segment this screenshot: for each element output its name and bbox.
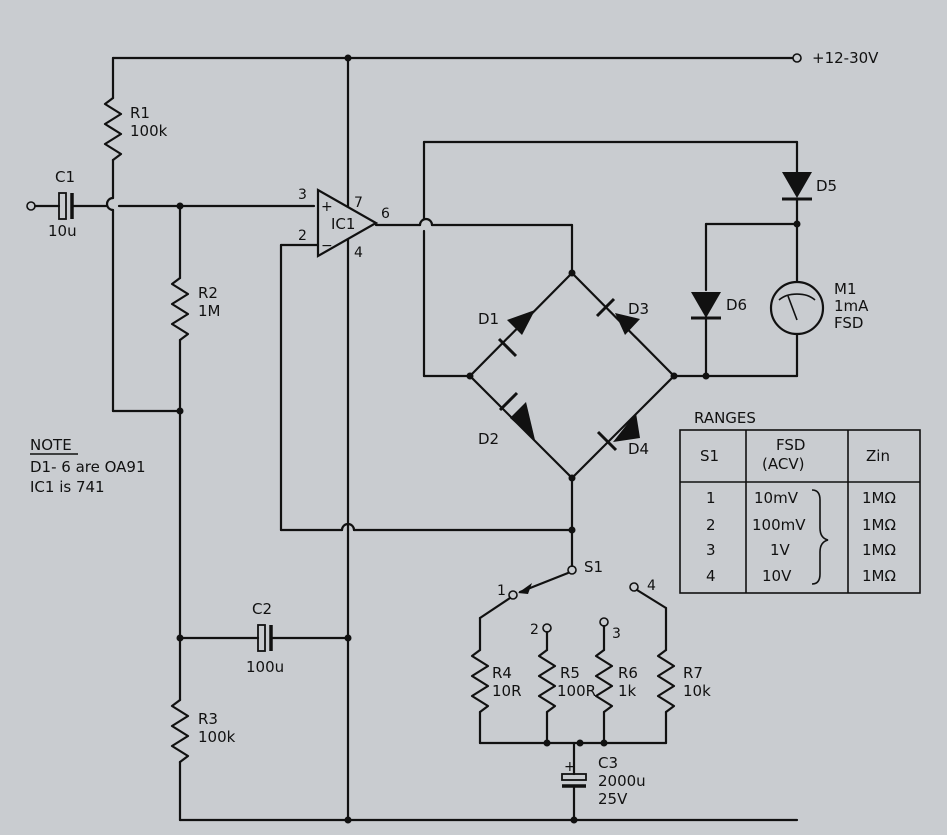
svg-text:4: 4 [706,567,716,585]
svg-text:10V: 10V [762,567,792,585]
m1-ref: M1 [834,280,857,298]
resistor-r5: R5 100R [537,630,596,745]
capacitor-c2: C2 100u [178,600,350,676]
capacitor-c1: C1 10u [26,168,316,240]
feedback-wire [279,243,574,532]
ic1-pin-minus: 2 [298,228,307,244]
output-wire [374,217,574,275]
diode-d3 [595,297,640,335]
s1-pos2: 2 [530,622,539,638]
resistor-r7: R7 10k [635,588,711,745]
r1-ref: R1 [130,104,150,122]
ic1-pin-plus: 3 [298,187,307,203]
s1-ref: S1 [584,558,603,576]
bridge-left-wire [422,140,799,378]
svg-text:2: 2 [706,516,716,534]
ranges-title: RANGES [694,409,756,427]
r6-ref: R6 [618,664,638,682]
header-fsd: FSD [776,436,805,454]
svg-text:100mV: 100mV [752,516,806,534]
table-row: 4 10V 1MΩ [706,567,896,585]
svg-text:1MΩ: 1MΩ [862,489,896,507]
d5-label: D5 [816,177,837,195]
note-heading: NOTE [30,436,72,454]
c1-value: 10u [48,222,77,240]
ic1-plus-sign: + [321,199,333,215]
meter-m1: M1 1mA FSD [769,280,869,378]
svg-text:1: 1 [706,489,716,507]
capacitor-c3: + C3 2000u 25V [561,741,646,822]
c3-rating: 25V [598,790,628,808]
r6-value: 1k [618,682,637,700]
diode-d2 [498,391,535,440]
svg-text:1V: 1V [770,541,791,559]
svg-text:1MΩ: 1MΩ [862,567,896,585]
table-row: 2 100mV 1MΩ [706,516,896,534]
table-row: 1 10mV 1MΩ [706,489,896,507]
c2-value: 100u [246,658,284,676]
s1-pos3: 3 [612,626,621,642]
ic1-minus-sign: − [321,238,333,254]
r2-ref: R2 [198,284,218,302]
c3-plus: + [564,759,576,775]
resistor-r2: R2 1M [170,204,221,413]
positive-supply-rail: +12-30V [111,49,879,67]
m1-spec1: 1mA [834,297,869,315]
ic1-pin-out: 6 [381,206,390,222]
table-row: 3 1V 1MΩ [706,541,896,559]
opamp-ic1: + − IC1 3 2 7 4 6 [279,187,390,261]
diode-d4 [596,413,640,452]
r4-value: 10R [492,682,522,700]
svg-text:1MΩ: 1MΩ [862,516,896,534]
resistor-r1: R1 100k [103,56,182,413]
r3-value: 100k [198,728,236,746]
svg-text:10mV: 10mV [754,489,799,507]
d6-label: D6 [726,296,747,314]
d2-label: D2 [478,430,499,448]
diode-d6: D6 [691,222,799,378]
d4-label: D4 [628,440,649,458]
diode-d5: D5 [782,140,837,284]
resistor-r4: R4 10R [470,596,522,745]
r3-ref: R3 [198,710,218,728]
r2-value: 1M [198,302,221,320]
diode-d1 [497,310,535,358]
ranges-table: RANGES S1 FSD (ACV) Zin 1 10mV 1MΩ 2 100… [679,409,921,594]
svg-text:3: 3 [706,541,716,559]
m1-spec2: FSD [834,314,863,332]
s1-pos1: 1 [497,583,506,599]
supply-label: +12-30V [812,49,879,67]
ic1-ref: IC1 [331,215,355,233]
resistor-r6: R6 1k [594,624,638,745]
switch-s1: S1 1 2 3 4 [497,558,656,642]
d1-label: D1 [478,310,499,328]
r4-ref: R4 [492,664,512,682]
c3-value: 2000u [598,772,646,790]
header-s1: S1 [700,447,719,465]
r7-value: 10k [683,682,711,700]
c1-ref: C1 [55,168,75,186]
ic1-pin-vminus: 4 [354,245,363,261]
table-brace [811,489,829,585]
note-line2: IC1 is 741 [30,478,105,496]
ic1-pin-vplus: 7 [354,195,363,211]
c3-ref: C3 [598,754,618,772]
s1-pos4: 4 [647,578,656,594]
header-acv: (ACV) [762,455,804,473]
c2-ref: C2 [252,600,272,618]
r5-value: 100R [557,682,596,700]
r1-value: 100k [130,122,168,140]
svg-text:1MΩ: 1MΩ [862,541,896,559]
note: NOTE D1- 6 are OA91 IC1 is 741 [30,436,146,496]
r7-ref: R7 [683,664,703,682]
diode-bridge: D1 D3 D2 D4 [468,271,676,480]
r5-ref: R5 [560,664,580,682]
d3-label: D3 [628,300,649,318]
resistor-r3: R3 100k [170,698,236,822]
header-zin: Zin [866,447,890,465]
note-line1: D1- 6 are OA91 [30,458,146,476]
